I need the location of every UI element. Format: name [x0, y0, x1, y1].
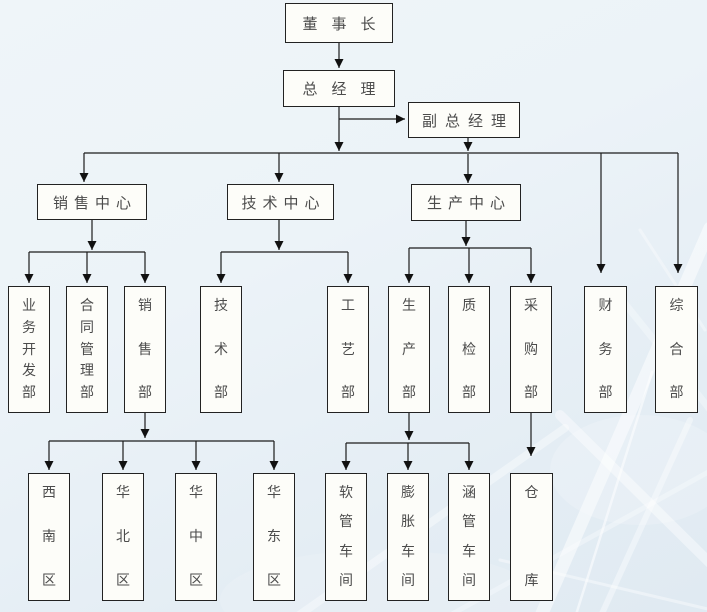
- node-east-china-region: 华东区: [253, 473, 295, 601]
- node-deputy-general-manager: 副总经理: [408, 102, 520, 138]
- node-culvert-pipe-workshop: 涵管车间: [448, 473, 490, 601]
- node-purchasing-dept: 采购部: [510, 286, 552, 413]
- node-contract-management-dept: 合同管理部: [66, 286, 108, 413]
- node-quality-inspection-dept: 质检部: [448, 286, 490, 413]
- node-general-manager: 总经理: [283, 70, 395, 107]
- node-central-china-region: 华中区: [175, 473, 217, 601]
- node-production-center: 生产中心: [411, 184, 521, 221]
- node-hose-workshop: 软管车间: [325, 473, 367, 601]
- node-production-dept: 生产部: [388, 286, 430, 413]
- node-sales-center: 销售中心: [37, 184, 147, 220]
- node-north-china-region: 华北区: [102, 473, 144, 601]
- node-sales-dept: 销售部: [124, 286, 166, 413]
- node-finance-dept: 财务部: [584, 286, 627, 413]
- node-process-dept: 工艺部: [327, 286, 369, 413]
- node-business-development-dept: 业务开发部: [8, 286, 50, 413]
- node-southwest-region: 西南区: [28, 473, 70, 601]
- node-warehouse: 仓库: [510, 473, 553, 601]
- node-chairman: 董事长: [285, 3, 393, 43]
- node-expansion-workshop: 膨胀车间: [387, 473, 429, 601]
- node-technology-dept: 技术部: [200, 286, 242, 413]
- node-general-affairs-dept: 综合部: [655, 286, 698, 413]
- node-technology-center: 技术中心: [227, 184, 334, 220]
